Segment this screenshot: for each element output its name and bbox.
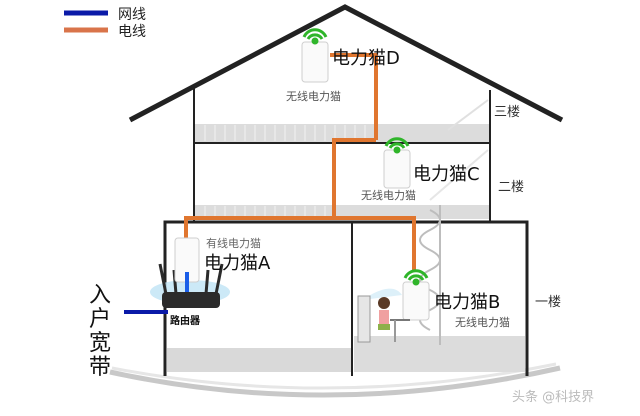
wifi-signal-icon-b: [403, 269, 429, 286]
broadband-label: 入 户 宽 带: [88, 284, 112, 380]
spiral-staircase: [419, 205, 441, 345]
adapter-a-type: 有线电力猫: [206, 237, 261, 250]
broadband-char: 入: [88, 283, 111, 308]
powerline-adapter-c-icon: [383, 149, 411, 189]
broadband-char: 宽: [88, 331, 111, 356]
powerline-adapter-b-icon: [402, 281, 430, 321]
wifi-signal-icon-d: [302, 28, 328, 45]
adapter-b-name: 电力猫B: [434, 292, 501, 313]
adapter-b-type: 无线电力猫: [455, 316, 510, 329]
ground-curve: [109, 365, 561, 398]
legend-power-label: 电线: [118, 24, 146, 40]
adapter-c-type: 无线电力猫: [361, 189, 416, 202]
router-icon: [158, 263, 224, 308]
powerline-adapter-d-icon: [301, 41, 329, 83]
floor-label-first: 一楼: [535, 295, 562, 310]
legend-ethernet-label: 网线: [118, 7, 146, 23]
floor-band-left: [167, 348, 351, 372]
floor-label-third: 三楼: [494, 105, 521, 120]
adapter-d-name: 电力猫D: [332, 48, 400, 69]
adapter-a-name: 电力猫A: [204, 253, 271, 274]
router-label: 路由器: [170, 316, 200, 327]
broadband-char: 带: [88, 355, 111, 380]
broadband-char: 户: [88, 307, 111, 332]
floor-label-second: 二楼: [498, 180, 525, 195]
person-at-desk-illustration: [357, 288, 410, 343]
powerline-adapter-a-icon: [174, 237, 200, 292]
adapter-c-name: 电力猫C: [413, 164, 480, 185]
adapter-d-type: 无线电力猫: [286, 90, 341, 103]
watermark: 头条 @科技界: [512, 390, 595, 405]
floor-slab-3: [195, 124, 489, 142]
floor-slab-2: [195, 205, 489, 219]
power-line-path: [184, 53, 416, 270]
roof: [128, 4, 564, 123]
wifi-signal-icon-c: [384, 137, 410, 154]
